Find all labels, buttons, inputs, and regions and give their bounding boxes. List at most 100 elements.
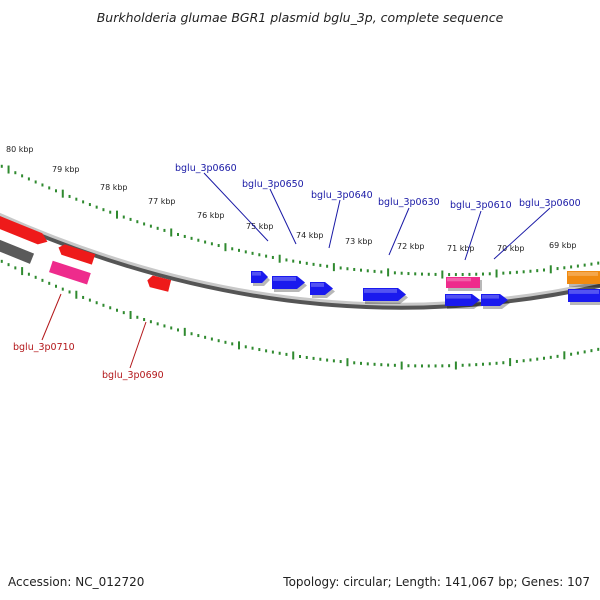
inner-minor-tick bbox=[427, 364, 430, 368]
inner-major-tick bbox=[509, 358, 512, 367]
inner-minor-tick bbox=[393, 363, 396, 367]
outer-minor-tick bbox=[82, 200, 85, 204]
inner-minor-tick bbox=[441, 364, 444, 368]
outer-major-tick bbox=[495, 269, 498, 278]
outer-major-tick bbox=[387, 268, 390, 277]
outer-minor-tick bbox=[299, 260, 301, 264]
inner-minor-tick bbox=[380, 363, 383, 367]
outer-minor-tick bbox=[353, 267, 356, 271]
cds-blue-feature bbox=[568, 289, 600, 305]
scale-label: 78 kbp bbox=[100, 183, 128, 192]
gene-label-bglu-3p0710: bglu_3p0710 bbox=[13, 342, 75, 353]
outer-major-tick bbox=[278, 254, 281, 263]
outer-minor-tick bbox=[0, 164, 3, 168]
inner-major-tick bbox=[563, 351, 566, 360]
inner-minor-tick bbox=[61, 287, 64, 291]
outer-minor-tick bbox=[393, 271, 396, 275]
leader-line-blue bbox=[203, 172, 269, 242]
feature-highlight bbox=[252, 272, 262, 276]
feature-body bbox=[567, 271, 600, 284]
inner-minor-tick bbox=[448, 364, 451, 368]
feature-body bbox=[272, 276, 305, 289]
outer-major-tick bbox=[61, 189, 64, 198]
outer-minor-tick bbox=[576, 264, 579, 268]
outer-minor-tick bbox=[34, 180, 37, 184]
inner-minor-tick bbox=[278, 351, 281, 355]
inner-minor-tick bbox=[495, 361, 498, 365]
outer-minor-tick bbox=[204, 240, 207, 244]
inner-minor-tick bbox=[244, 345, 247, 349]
inner-minor-tick bbox=[82, 295, 85, 299]
leader-line-red bbox=[129, 321, 147, 369]
inner-minor-tick bbox=[529, 358, 532, 362]
inner-minor-tick bbox=[224, 340, 227, 344]
inner-minor-tick bbox=[373, 362, 376, 366]
outer-minor-tick bbox=[326, 264, 329, 268]
outer-minor-tick bbox=[346, 267, 349, 271]
inner-minor-tick bbox=[210, 337, 213, 341]
inner-minor-tick bbox=[156, 322, 159, 326]
outer-minor-tick bbox=[95, 205, 98, 209]
inner-minor-tick bbox=[305, 355, 308, 359]
cds-blue-feature bbox=[310, 282, 335, 298]
scale-label: 73 kbp bbox=[345, 237, 373, 246]
inner-minor-tick bbox=[326, 358, 329, 362]
inner-minor-tick bbox=[353, 361, 356, 365]
outer-minor-tick bbox=[48, 186, 51, 190]
inner-minor-tick bbox=[88, 298, 91, 302]
inner-minor-tick bbox=[251, 346, 254, 350]
outer-minor-tick bbox=[21, 174, 24, 178]
cds-pink-feature bbox=[446, 277, 482, 291]
outer-major-tick bbox=[224, 243, 227, 252]
outer-minor-tick bbox=[488, 272, 491, 276]
outer-minor-tick bbox=[109, 210, 112, 214]
scale-label: 70 kbp bbox=[497, 244, 525, 253]
inner-scale-ticks bbox=[0, 259, 600, 370]
outer-minor-tick bbox=[102, 208, 105, 212]
cds-red-feature bbox=[0, 212, 48, 245]
inner-major-tick bbox=[292, 351, 295, 360]
inner-minor-tick bbox=[170, 326, 173, 330]
leader-line-blue bbox=[388, 207, 410, 256]
outer-minor-tick bbox=[570, 265, 573, 269]
outer-minor-tick bbox=[366, 269, 369, 273]
leader-line-blue bbox=[269, 188, 297, 245]
inner-minor-tick bbox=[285, 352, 288, 356]
outer-major-tick bbox=[549, 265, 552, 274]
outer-major-tick bbox=[170, 228, 173, 237]
gene-label-bglu-3p0650: bglu_3p0650 bbox=[242, 179, 304, 190]
inner-minor-tick bbox=[414, 364, 417, 368]
outer-minor-tick bbox=[177, 232, 179, 236]
outer-minor-tick bbox=[75, 197, 78, 201]
scale-label: 80 kbp bbox=[6, 145, 34, 154]
gene-label-bglu-3p0630: bglu_3p0630 bbox=[378, 197, 440, 208]
outer-minor-tick bbox=[468, 272, 471, 276]
inner-major-tick bbox=[346, 358, 349, 367]
outer-minor-tick bbox=[482, 272, 484, 276]
inner-minor-tick bbox=[190, 332, 193, 336]
outer-minor-tick bbox=[55, 189, 57, 193]
feature-highlight bbox=[273, 277, 296, 281]
inner-minor-tick bbox=[597, 347, 600, 351]
outer-minor-tick bbox=[536, 269, 539, 273]
inner-minor-tick bbox=[502, 361, 505, 365]
inner-minor-tick bbox=[204, 335, 207, 339]
outer-minor-tick bbox=[197, 238, 200, 242]
inner-minor-tick bbox=[576, 351, 579, 355]
inner-major-tick bbox=[400, 361, 403, 370]
inner-minor-tick bbox=[258, 348, 261, 352]
gene-label-bglu-3p0600: bglu_3p0600 bbox=[519, 198, 581, 209]
inner-minor-tick bbox=[27, 272, 30, 276]
outer-minor-tick bbox=[515, 270, 518, 274]
scale-label: 76 kbp bbox=[197, 211, 225, 220]
outer-minor-tick bbox=[27, 177, 30, 181]
inner-minor-tick bbox=[556, 354, 559, 358]
inner-major-tick bbox=[238, 341, 240, 350]
inner-minor-tick bbox=[387, 363, 390, 367]
scale-label: 74 kbp bbox=[296, 231, 324, 240]
inner-minor-tick bbox=[217, 339, 220, 343]
inner-minor-tick bbox=[522, 359, 525, 363]
inner-minor-tick bbox=[0, 259, 3, 263]
accession-text: Accession: NC_012720 bbox=[8, 575, 144, 589]
inner-minor-tick bbox=[41, 278, 44, 282]
